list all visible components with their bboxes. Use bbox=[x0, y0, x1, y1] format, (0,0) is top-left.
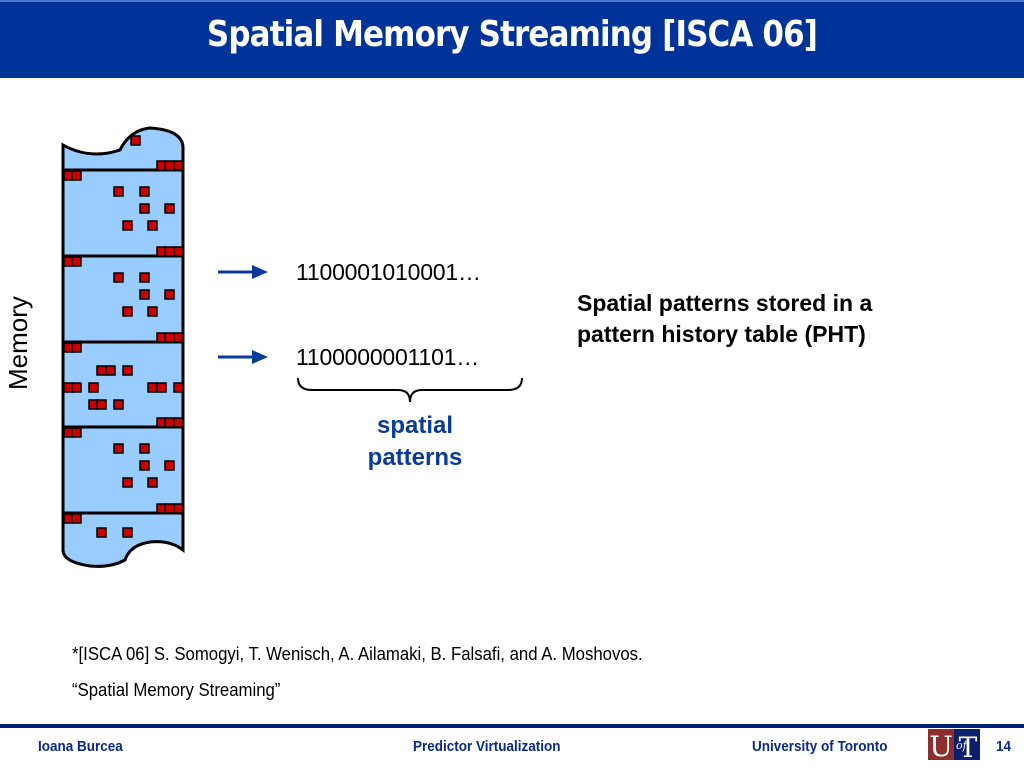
memory-block bbox=[147, 220, 158, 231]
memory-block bbox=[139, 272, 150, 283]
memory-block bbox=[113, 443, 124, 454]
memory-block bbox=[139, 203, 150, 214]
footer-institution: University of Toronto bbox=[752, 738, 888, 755]
memory-block bbox=[122, 365, 133, 376]
memory-block bbox=[122, 306, 133, 317]
memory-block bbox=[147, 477, 158, 488]
reference-line2: “Spatial Memory Streaming” bbox=[72, 680, 281, 700]
memory-block bbox=[164, 503, 175, 514]
memory-block bbox=[122, 527, 133, 538]
memory-block bbox=[139, 289, 150, 300]
arrow-2 bbox=[218, 350, 268, 364]
memory-block bbox=[173, 382, 184, 393]
uoft-logo-icon: U of T bbox=[928, 729, 980, 760]
memory-block bbox=[164, 332, 175, 343]
spatial-patterns-line1: spatial bbox=[376, 412, 454, 439]
memory-block bbox=[173, 246, 184, 257]
memory-strip-body bbox=[61, 126, 185, 568]
footer-talk-title: Predictor Virtualization bbox=[413, 738, 561, 755]
curly-brace bbox=[297, 377, 523, 403]
memory-block bbox=[130, 135, 141, 146]
memory-block bbox=[88, 382, 99, 393]
memory-block bbox=[164, 289, 175, 300]
memory-block bbox=[71, 382, 82, 393]
spatial-patterns-line2: patterns bbox=[367, 444, 463, 471]
reference-line1: *[ISCA 06] S. Somogyi, T. Wenisch, A. Ai… bbox=[72, 644, 643, 664]
memory-block bbox=[71, 513, 82, 524]
memory-block bbox=[164, 417, 175, 428]
memory-block bbox=[96, 527, 107, 538]
memory-block bbox=[173, 503, 184, 514]
memory-block bbox=[71, 427, 82, 438]
pht-line2: pattern history table (PHT) bbox=[577, 321, 866, 347]
memory-block bbox=[173, 417, 184, 428]
memory-block bbox=[173, 160, 184, 171]
spatial-pattern-1: 1100001010001… bbox=[296, 259, 481, 285]
memory-block bbox=[122, 477, 133, 488]
svg-text:of: of bbox=[956, 739, 969, 752]
memory-block bbox=[139, 443, 150, 454]
footer-author: Ioana Burcea bbox=[38, 738, 123, 755]
memory-block bbox=[113, 186, 124, 197]
memory-block bbox=[164, 460, 175, 471]
pht-line1: Spatial patterns stored in a bbox=[577, 290, 873, 316]
memory-block bbox=[71, 342, 82, 353]
spatial-patterns-label: spatial patterns bbox=[330, 410, 500, 474]
memory-block bbox=[96, 399, 107, 410]
title-bar: Spatial Memory Streaming [ISCA 06] bbox=[0, 0, 1024, 78]
memory-block bbox=[156, 382, 167, 393]
page-number: 14 bbox=[996, 738, 1012, 755]
memory-block bbox=[139, 186, 150, 197]
slide-title: Spatial Memory Streaming [ISCA 06] bbox=[206, 14, 818, 55]
svg-text:U: U bbox=[929, 730, 953, 760]
svg-text:T: T bbox=[959, 731, 978, 760]
arrow-1 bbox=[218, 265, 268, 279]
memory-block bbox=[71, 256, 82, 267]
memory-blocks bbox=[63, 135, 184, 538]
footer-divider bbox=[0, 724, 1024, 728]
memory-block bbox=[139, 460, 150, 471]
memory-block bbox=[147, 382, 158, 393]
memory-block bbox=[164, 203, 175, 214]
memory-block bbox=[71, 170, 82, 181]
memory-block bbox=[147, 306, 158, 317]
memory-block bbox=[113, 272, 124, 283]
spatial-pattern-2: 1100000001101… bbox=[296, 344, 480, 370]
memory-block bbox=[164, 246, 175, 257]
memory-block bbox=[122, 220, 133, 231]
memory-block bbox=[113, 399, 124, 410]
memory-block bbox=[173, 332, 184, 343]
memory-block bbox=[105, 365, 116, 376]
pht-description: Spatial patterns stored in a pattern his… bbox=[577, 288, 872, 350]
memory-block bbox=[164, 160, 175, 171]
memory-block bbox=[96, 365, 107, 376]
